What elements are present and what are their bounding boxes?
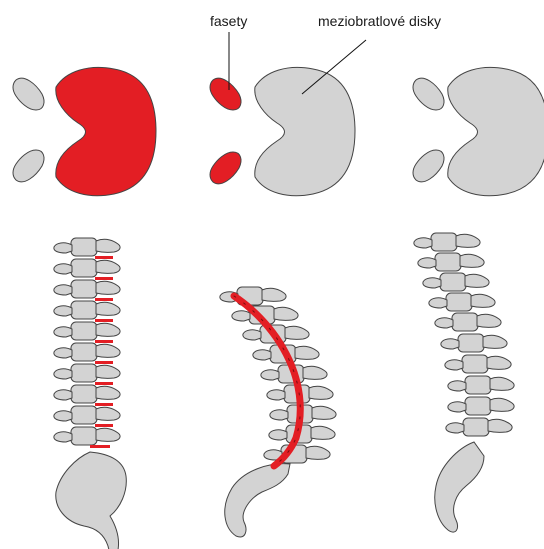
- facet-joint-lower: [13, 150, 44, 182]
- facet-joint-lower-highlighted: [210, 152, 241, 184]
- axial-view-neutral: [413, 67, 544, 195]
- vertebrae-column: [220, 287, 336, 537]
- spine-disc-highlight: [54, 238, 126, 549]
- facet-joint-lower: [413, 150, 444, 182]
- facet-joint-upper: [413, 78, 444, 110]
- intervertebral-disc: [448, 67, 544, 195]
- label-discs: meziobratlové disky: [318, 13, 441, 29]
- vertebrae-column: [414, 233, 514, 532]
- facet-joint-upper: [13, 78, 44, 110]
- intervertebral-disc-highlighted: [56, 67, 156, 195]
- vertebrae-column: [54, 238, 126, 549]
- label-facets: fasety: [210, 13, 247, 29]
- axial-view-disc-highlight: [13, 67, 156, 195]
- axial-view-facet-highlight: [210, 67, 355, 195]
- intervertebral-disc: [255, 67, 355, 195]
- facet-joint-upper-highlighted: [210, 78, 241, 110]
- spine-facet-highlight: [220, 287, 336, 537]
- spine-neutral: [414, 233, 514, 532]
